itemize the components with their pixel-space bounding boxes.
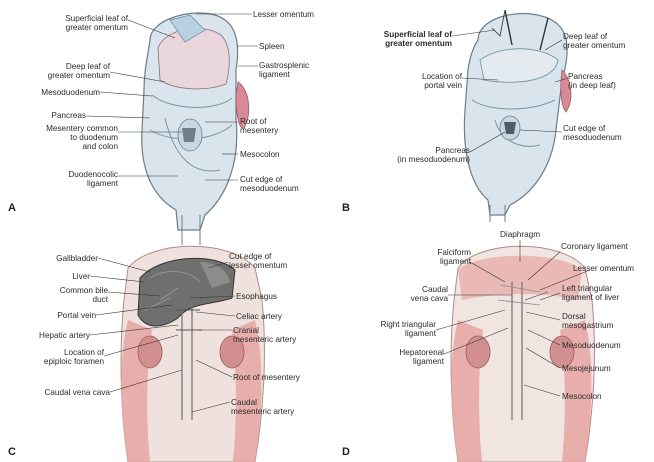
label-c-gallbladder: Gallbladder <box>40 254 98 263</box>
panel-d-drawing <box>436 240 594 462</box>
label-d-falciform-ligament: Falciform ligament <box>405 248 471 266</box>
label-b-cut-edge-mesoduodenum: Cut edge of mesoduodenum <box>563 124 622 142</box>
label-d-coronary-ligament: Coronary ligament <box>561 242 628 251</box>
label-a-mesentery-common: Mesentery common to duodenum and colon <box>20 124 118 151</box>
label-c-epiploic-foramen: Location of epiploic foramen <box>20 348 104 366</box>
label-b-portal-vein: Location of portal vein <box>392 72 462 90</box>
label-a-deep-leaf: Deep leaf of greater omentum <box>30 62 110 80</box>
panel-b-drawing <box>452 10 571 222</box>
label-d-mesocolon: Mesocolon <box>562 392 602 401</box>
label-d-dorsal-mesogastrium: Dorsal mesogastrium <box>562 312 613 330</box>
label-b-pancreas-mesoduodenum: Pancreas (in mesoduodenum) <box>370 146 470 164</box>
label-b-superficial-leaf: Superficial leaf of greater omentum <box>362 30 452 48</box>
label-a-cut-edge-mesoduodenum: Cut edge of mesoduodenum <box>240 175 299 193</box>
label-a-root-of-mesentery: Root of mesentery <box>240 117 278 135</box>
label-a-spleen: Spleen <box>259 42 285 51</box>
label-d-mesoduodenum: Mesoduodenum <box>562 341 621 350</box>
label-c-celiac-artery: Celiac artery <box>236 312 282 321</box>
label-c-portal-vein: Portal vein <box>30 311 96 320</box>
label-d-lesser-omentum: Lesser omentum <box>573 264 634 273</box>
label-a-mesoduodenum: Mesoduodenum <box>20 88 100 97</box>
label-c-esophagus: Esophagus <box>236 292 277 301</box>
label-a-lesser-omentum: Lesser omentum <box>253 10 314 19</box>
label-c-common-bile-duct: Common bile duct <box>40 286 108 304</box>
label-d-left-triangular-ligament: Left triangular ligament of liver <box>562 284 619 302</box>
label-c-caudal-mesenteric-artery: Caudal mesenteric artery <box>231 398 294 416</box>
panel-c-drawing <box>90 246 264 462</box>
panel-letter-d: D <box>342 446 350 458</box>
label-a-mesocolon: Mesocolon <box>240 150 280 159</box>
panel-letter-c: C <box>8 446 16 458</box>
label-c-hepatic-artery: Hepatic artery <box>20 331 90 340</box>
label-d-caudal-vena-cava: Caudal vena cava <box>400 285 448 303</box>
label-d-mesojejunum: Mesojejunum <box>562 364 611 373</box>
label-d-hepatorenal-ligament: Hepatorenal ligament <box>370 348 444 366</box>
label-c-root-of-mesentery: Root of mesentery <box>233 373 300 382</box>
label-a-pancreas: Pancreas <box>30 111 86 120</box>
label-c-liver: Liver <box>50 272 90 281</box>
label-a-duodenocolic-ligament: Duodenocolic ligament <box>40 170 118 188</box>
label-d-right-triangular-ligament: Right triangular ligament <box>358 320 436 338</box>
label-b-pancreas-deep-leaf: Pancreas (in deep leaf) <box>568 72 616 90</box>
label-a-gastrosplenic-ligament: Gastrosplenic ligament <box>259 61 309 79</box>
label-c-cranial-mesenteric-artery: Cranial mesenteric artery <box>233 326 296 344</box>
label-a-superficial-leaf: Superficial leaf of greater omentum <box>40 14 128 32</box>
panel-letter-a: A <box>8 202 16 214</box>
label-d-diaphragm: Diaphragm <box>490 230 550 239</box>
label-b-deep-leaf: Deep leaf of greater omentum <box>563 32 625 50</box>
label-c-caudal-vena-cava: Caudal vena cava <box>20 388 110 397</box>
label-c-cut-edge-lesser-omentum: Cut edge of lesser omentum <box>229 252 287 270</box>
panel-letter-b: B <box>342 202 350 214</box>
